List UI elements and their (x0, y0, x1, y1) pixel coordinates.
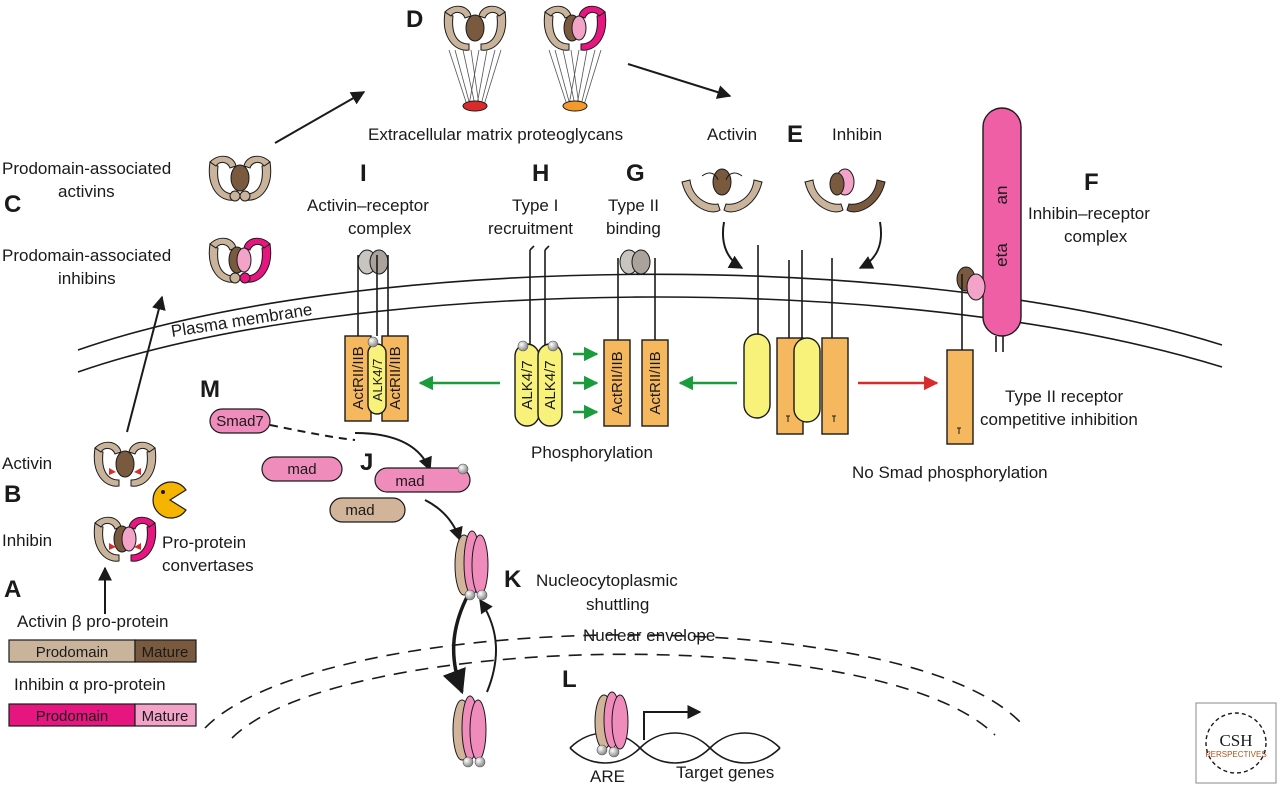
nuclear-envelope-label: Nuclear envelope (583, 626, 715, 645)
are-label: ARE (590, 767, 625, 786)
proprotein-label-2: convertases (162, 556, 254, 575)
smad-complex-cytoplasm (454, 530, 489, 601)
betaglycan-coreceptor (982, 107, 1022, 337)
phosphorylation-label: Phosphorylation (531, 443, 653, 462)
activin-beta-label: Activin β pro-protein (17, 612, 169, 631)
inhibin-receptor-complex: an eta (946, 107, 1022, 445)
activin-proprotein-bar (8, 639, 197, 663)
proprotein-convertase-icon (152, 481, 187, 519)
ecm-label: Extracellular matrix proteoglycans (368, 125, 623, 144)
panel-letter-c: C (4, 191, 21, 218)
proprotein-label-1: Pro-protein (162, 533, 246, 552)
type1-label-1: Type I (512, 196, 558, 215)
panel-letter-k: K (504, 566, 522, 593)
activin-proprotein-icon (93, 441, 157, 487)
inhibin-proprotein-icon (93, 516, 157, 562)
type1-label-2: recruitment (488, 219, 573, 238)
smad4-pill: mad (329, 497, 406, 523)
logo-csh-text: CSH (1219, 731, 1252, 750)
mad-label: mad (345, 502, 374, 519)
free-activin-icon (681, 168, 763, 213)
prodomain-inhibins-label-1: Prodomain-associated (2, 246, 171, 265)
activin-receptor-complex: ActRII/IIB ActRII/IIB ALK4/7 (344, 249, 409, 422)
nucleo-label-1: Nucleocytoplasmic (536, 571, 678, 590)
inhibin-mature-label: Mature (142, 708, 189, 725)
panel-letter-h: H (532, 160, 549, 187)
smad7-inhibition-arrow (269, 424, 356, 441)
inhibin-e-label: Inhibin (832, 125, 882, 144)
smad-complex-dna-bound (594, 691, 629, 758)
alk-label: ALK4/7 (542, 360, 559, 409)
activin-e-label: Activin (707, 125, 757, 144)
plasma-membrane-label: Plasma membrane (170, 300, 314, 341)
inhibin-b-label: Inhibin (2, 531, 52, 550)
panel-letter-i: I (360, 160, 367, 187)
actrii-receptor-box (603, 339, 631, 427)
process-arrows (98, 63, 882, 740)
actrii-label: ActRII/IIB (350, 346, 367, 409)
smad7-label: Smad7 (216, 413, 264, 430)
activin-receptor-label-2: complex (348, 219, 412, 238)
nuclear-envelope (204, 634, 1021, 739)
mad-label: mad (395, 473, 424, 490)
smad-pill-unphosphorylated: mad (261, 456, 343, 482)
prodomain-activin-icon (208, 155, 272, 202)
activin-b-label: Activin (2, 454, 52, 473)
type2-label-1: Type II (608, 196, 659, 215)
activin-mature-label: Mature (142, 644, 189, 661)
phosphorylation-arrows (418, 346, 737, 420)
no-smad-label: No Smad phosphorylation (852, 463, 1048, 482)
ecm-inhibin-icon (543, 5, 607, 112)
alk-label: ALK4/7 (519, 360, 536, 409)
panel-letter-m: M (200, 376, 220, 403)
panel-letter-b: B (4, 481, 21, 508)
nucleo-label-2: shuttling (586, 595, 649, 614)
free-inhibin-icon (804, 168, 886, 213)
inhibin-receptor-label-2: complex (1064, 227, 1128, 246)
smad-complex-nucleus (452, 695, 487, 768)
csh-perspectives-logo: CSH PERSPECTIVES (1195, 702, 1277, 784)
panel-letter-e: E (787, 121, 803, 148)
unbound-receptors (743, 245, 849, 435)
type2-label-2: binding (606, 219, 661, 238)
inhibin-proprotein-bar (8, 703, 197, 727)
plasma-membrane (77, 273, 1223, 373)
type2-binding: ActRII/IIB ActRII/IIB (603, 249, 669, 427)
panel-letter-d: D (406, 6, 423, 33)
panel-letter-g: G (626, 160, 645, 187)
betaglycan-label-2: eta (992, 243, 1011, 267)
inhibin-prodomain-label: Prodomain (36, 708, 109, 725)
target-genes-label: Target genes (676, 763, 774, 782)
panel-letter-a: A (4, 576, 21, 603)
type2-competitive-label-2: competitive inhibition (980, 410, 1138, 429)
actrii-receptor-box (641, 339, 669, 427)
actrii-label: ActRII/IIB (609, 351, 626, 414)
mad-label: mad (287, 461, 316, 478)
activin-receptor-label-1: Activin–receptor (307, 196, 429, 215)
prodomain-inhibins-label-2: inhibins (58, 269, 116, 288)
logo-perspectives-text: PERSPECTIVES (1205, 750, 1266, 759)
type1-recruitment: ALK4/7 ALK4/7 (514, 245, 563, 427)
prodomain-activins-label-1: Prodomain-associated (2, 159, 171, 178)
betaglycan-label-1: an (992, 186, 1011, 205)
panel-letter-f: F (1084, 169, 1099, 196)
alk-label: ALK4/7 (370, 359, 385, 402)
inhibin-alpha-label: Inhibin α pro-protein (14, 675, 166, 694)
prodomain-activins-label-2: activins (58, 182, 115, 201)
actrii-label: ActRII/IIB (647, 351, 664, 414)
smad-pill-phosphorylated: mad (374, 463, 471, 493)
smad7-pill: Smad7 (209, 408, 271, 434)
activin-prodomain-label: Prodomain (36, 644, 109, 661)
actrii-label: ActRII/IIB (387, 346, 404, 409)
ecm-activin-icon (443, 5, 507, 112)
type2-competitive-label-1: Type II receptor (1005, 387, 1123, 406)
inhibin-receptor-label-1: Inhibin–receptor (1028, 204, 1150, 223)
panel-letter-j: J (360, 449, 373, 476)
prodomain-inhibin-icon (208, 237, 272, 284)
panel-letter-l: L (562, 666, 577, 693)
